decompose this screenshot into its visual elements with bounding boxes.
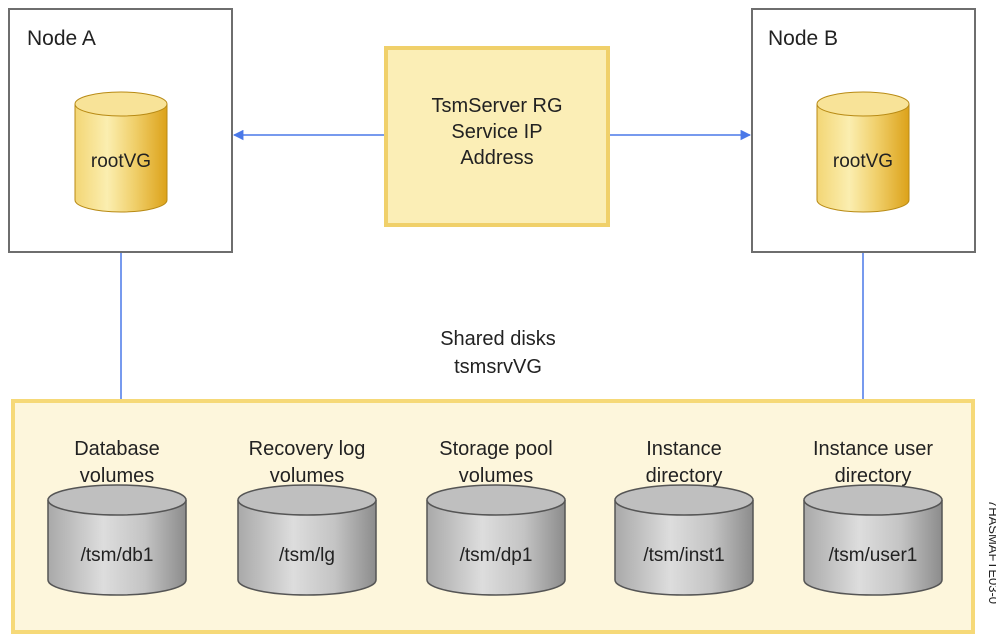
shared-caption-line-1: Shared disks <box>440 328 556 350</box>
disk-heading-line-2: directory <box>646 465 723 487</box>
service-ip-line-3: Address <box>460 147 533 169</box>
disk-db1: Database volumes /tsm/db1 <box>47 438 187 596</box>
disk-dp1: Storage pool volumes /tsm/dp1 <box>426 438 566 596</box>
yellow-cylinder-icon <box>816 91 910 213</box>
gray-cylinder-icon <box>614 484 754 596</box>
gray-cylinder-icon <box>426 484 566 596</box>
disk-label: /tsm/lg <box>279 545 335 566</box>
disk-heading-line-2: volumes <box>270 465 344 487</box>
node-a-title: Node A <box>27 27 96 50</box>
disk-label: /tsm/inst1 <box>643 545 724 566</box>
node-a-disk-label: rootVG <box>91 151 151 172</box>
disk-heading-line-1: Instance user <box>813 438 933 460</box>
disk-lg: Recovery log volumes /tsm/lg <box>237 438 377 596</box>
node-a-box: Node A rootVG <box>8 8 233 253</box>
service-ip-line-1: TsmServer RG <box>431 95 562 117</box>
disk-heading-line-2: directory <box>835 465 912 487</box>
disk-heading-line-1: Database <box>74 438 160 460</box>
disk-heading-line-1: Storage pool <box>439 438 552 460</box>
disk-heading-line-2: volumes <box>459 465 533 487</box>
service-ip-box: TsmServer RG Service IP Address <box>384 46 610 227</box>
disk-inst1: Instance directory /tsm/inst1 <box>614 438 754 596</box>
gray-cylinder-icon <box>803 484 943 596</box>
disk-label: /tsm/user1 <box>829 545 918 566</box>
disk-label: /tsm/dp1 <box>460 545 533 566</box>
disk-heading-line-1: Recovery log <box>249 438 366 460</box>
gray-cylinder-icon <box>237 484 377 596</box>
disk-user1: Instance user directory /tsm/user1 <box>803 438 943 596</box>
disk-heading-line-2: volumes <box>80 465 154 487</box>
shared-caption-line-2: tsmsrvVG <box>454 356 542 378</box>
disk-heading-line-1: Instance <box>646 438 722 460</box>
node-b-disk-label: rootVG <box>833 151 893 172</box>
figure-id-wrapper: 7HASMAFTE03-0 <box>986 500 996 604</box>
node-b-box: Node B rootVG <box>751 8 976 253</box>
service-ip-line-2: Service IP <box>451 121 542 143</box>
figure-id: 7HASMAFTE03-0 <box>986 500 996 604</box>
node-b-title: Node B <box>768 27 838 50</box>
disk-label: /tsm/db1 <box>81 545 154 566</box>
yellow-cylinder-icon <box>74 91 168 213</box>
gray-cylinder-icon <box>47 484 187 596</box>
